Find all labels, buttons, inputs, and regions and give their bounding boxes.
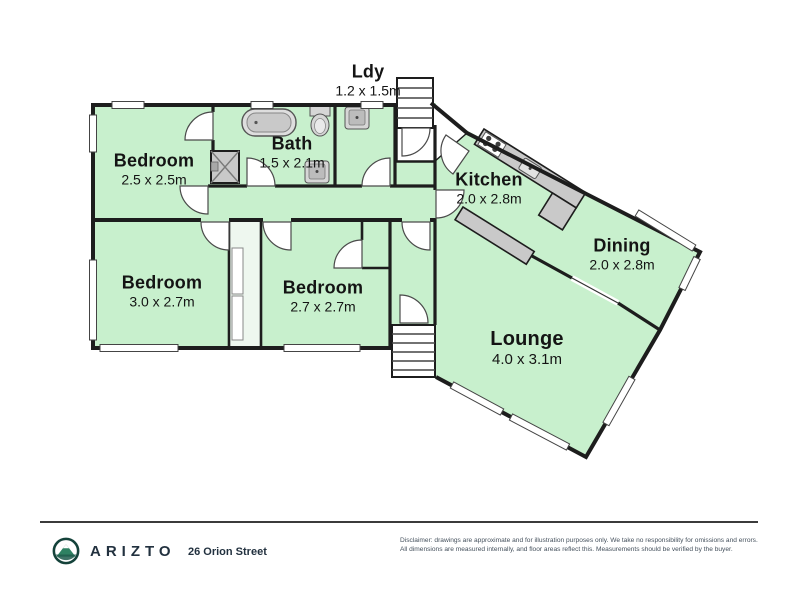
window xyxy=(89,259,97,341)
window xyxy=(360,101,384,109)
arizto-logo-icon xyxy=(52,537,80,565)
room-label-bath: Bath 1.5 x 2.1m xyxy=(259,134,324,171)
disclaimer-line2: All dimensions are measured internally, … xyxy=(400,545,733,553)
room-name: Kitchen xyxy=(455,169,523,190)
window xyxy=(283,344,361,352)
counter-return xyxy=(537,191,578,232)
room-label-bedroom2: Bedroom 3.0 x 2.7m xyxy=(122,273,202,310)
window xyxy=(678,255,701,292)
door-landing xyxy=(401,127,431,157)
shower-icon xyxy=(210,150,240,184)
window xyxy=(508,413,571,451)
door-porch-kitchen xyxy=(440,134,470,175)
room-label-laundry: Ldy 1.2 x 1.5m xyxy=(335,62,400,99)
window xyxy=(602,375,636,427)
room-label-bedroom3: Bedroom 2.7 x 2.7m xyxy=(283,278,363,315)
wardrobe-door xyxy=(231,247,244,295)
window xyxy=(634,209,697,252)
property-address: 26 Orion Street xyxy=(188,546,267,558)
room-dims: 1.2 x 1.5m xyxy=(335,82,401,99)
room-name: Ldy xyxy=(351,61,385,82)
room-dims: 2.7 x 2.7m xyxy=(290,298,356,315)
room-label-lounge: Lounge 4.0 x 3.1m xyxy=(490,328,563,368)
disclaimer-line1: Disclaimer: drawings are approximate and… xyxy=(400,537,758,544)
room-dims: 4.0 x 3.1m xyxy=(491,350,563,368)
room-label-bedroom1: Bedroom 2.5 x 2.5m xyxy=(114,151,194,188)
room-name: Lounge xyxy=(490,327,564,350)
outer-wall-left-wing xyxy=(91,103,397,350)
room-name: Bedroom xyxy=(121,272,203,293)
door-bedroom2 xyxy=(200,221,230,251)
room-dims: 1.5 x 2.1m xyxy=(259,154,325,171)
stairs-upper-icon xyxy=(396,77,434,129)
door-bath xyxy=(246,157,276,187)
laundry-tub-icon xyxy=(344,106,370,130)
dining-lounge-opening xyxy=(570,275,620,306)
room-dims: 3.0 x 2.7m xyxy=(129,293,195,310)
room-dims: 2.0 x 2.8m xyxy=(456,190,522,207)
door-hall-kitchen xyxy=(435,189,465,219)
window xyxy=(111,101,145,109)
footer-divider xyxy=(40,521,758,523)
toilet-icon xyxy=(309,105,331,137)
wardrobe-door xyxy=(231,295,244,341)
room-label-kitchen: Kitchen 2.0 x 2.8m xyxy=(455,170,522,207)
wall-bed3-closet xyxy=(360,222,390,270)
door-bedroom1-hall xyxy=(179,185,209,215)
room-label-dining: Dining 2.0 x 2.8m xyxy=(589,236,654,273)
room-name: Bath xyxy=(271,133,313,154)
window xyxy=(250,101,274,109)
doors xyxy=(179,111,470,324)
windows xyxy=(89,101,701,451)
door-bedroom3 xyxy=(262,221,292,251)
window xyxy=(89,114,97,153)
room-name: Bedroom xyxy=(113,150,195,171)
wall-dining-lounge xyxy=(531,254,661,332)
window xyxy=(449,381,505,416)
bath-basin-icon xyxy=(304,160,330,184)
door-bedroom1 xyxy=(184,111,214,141)
door-laundry xyxy=(361,157,391,187)
bathtub-icon xyxy=(241,108,297,137)
door-bedroom3-closet xyxy=(333,239,363,269)
door-entry-stairs xyxy=(399,294,429,324)
door-hall-entry xyxy=(401,221,431,251)
kitchen-bench xyxy=(453,205,536,266)
wardrobe xyxy=(229,220,261,348)
room-dims: 2.0 x 2.8m xyxy=(589,256,655,273)
room-name: Dining xyxy=(593,235,651,256)
stairs-lower-icon xyxy=(391,324,436,378)
disclaimer-text: Disclaimer: drawings are approximate and… xyxy=(400,537,760,555)
window xyxy=(99,344,179,352)
kitchen-counter xyxy=(473,127,587,232)
brand-name: ARIZTO xyxy=(90,543,176,560)
room-dims: 2.5 x 2.5m xyxy=(121,171,187,188)
room-name: Bedroom xyxy=(282,277,364,298)
